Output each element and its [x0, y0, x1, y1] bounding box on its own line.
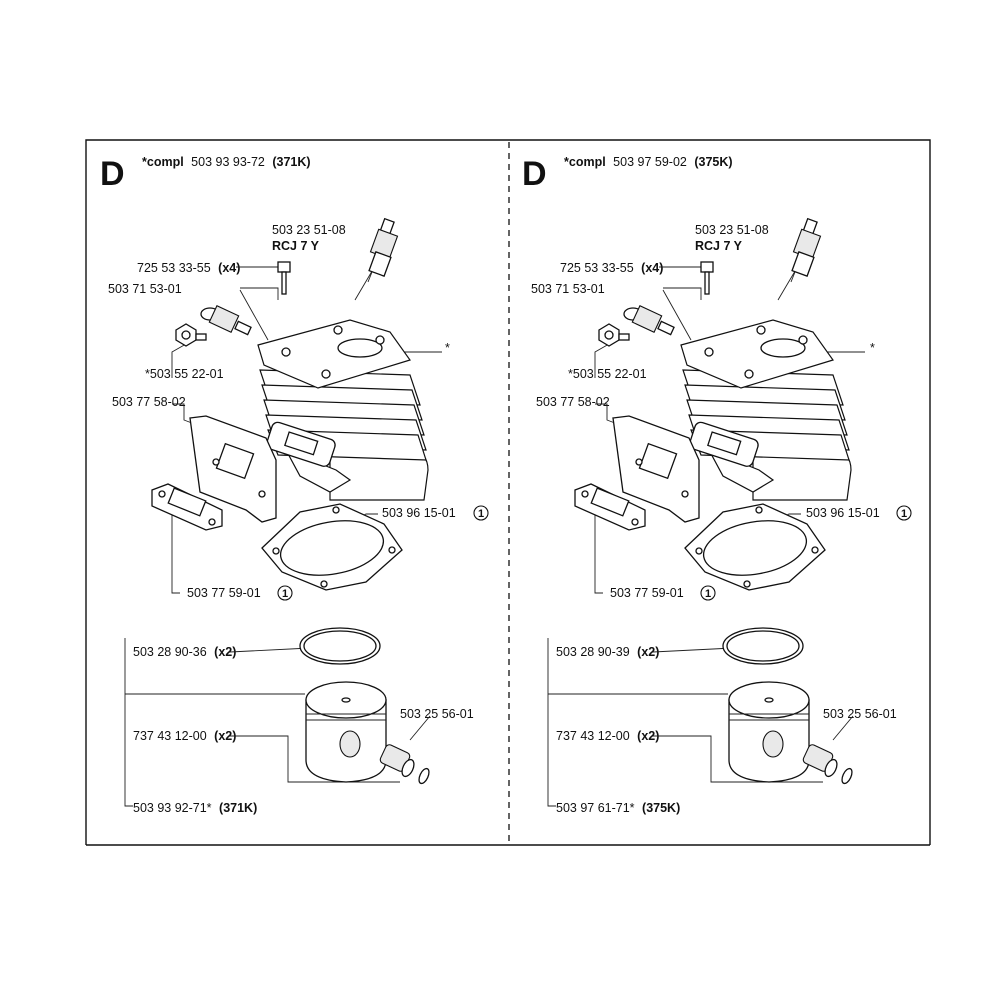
decomp-valve-number: 503 71 53-01 [531, 282, 605, 296]
spark-plug-type: RCJ 7 Y [695, 239, 743, 253]
circlip-label: 737 43 12-00 (x2) [133, 729, 236, 743]
base-gasket-number: 503 96 15-01 [382, 506, 456, 520]
circlip-qty: (x2) [637, 729, 659, 743]
adapter-nut-number: *503 55 22-01 [568, 367, 647, 381]
frame-border [85, 139, 931, 845]
note-circle-base-gasket [896, 505, 912, 521]
spark-plug-type: RCJ 7 Y [272, 239, 320, 253]
adapter-nut-number: *503 55 22-01 [145, 367, 224, 381]
spark-plug-number: 503 23 51-08 [272, 223, 346, 237]
intake-gasket [151, 483, 223, 531]
header-prefix: *compl [564, 155, 606, 169]
intake-gasket [574, 483, 646, 531]
intake-gasket-note: 1 [705, 588, 711, 600]
cylinder-screw [277, 261, 291, 295]
needle-bearing [802, 744, 838, 778]
piston-ring-label: 503 28 90-39 (x2) [556, 645, 659, 659]
piston-kit-number: 503 93 92-71* [133, 801, 212, 815]
piston [728, 681, 810, 783]
circlip-number: 737 43 12-00 [133, 729, 207, 743]
cylinder-screw-label: 725 53 33-55 (x4) [137, 261, 240, 275]
leader-lines [124, 243, 442, 807]
base-gasket-number: 503 96 15-01 [806, 506, 880, 520]
piston-ring-number: 503 28 90-36 [133, 645, 207, 659]
cylinder [680, 319, 852, 501]
base-gasket [261, 503, 403, 591]
piston-ring [722, 627, 804, 665]
cylinder-screw [700, 261, 714, 295]
cylinder-screw-number: 725 53 33-55 [137, 261, 211, 275]
piston-ring-number: 503 28 90-39 [556, 645, 630, 659]
piston-ring-qty: (x2) [214, 645, 236, 659]
cylinder-screw-number: 725 53 33-55 [560, 261, 634, 275]
piston-kit-label: 503 93 92-71* (371K) [133, 801, 257, 815]
base-gasket-note: 1 [901, 508, 907, 520]
piston-ring [299, 627, 381, 665]
panel-371k: D *compl 503 93 93-72 (371K) 503 23 51-0… [100, 155, 489, 815]
needle-bearing-number: 503 25 56-01 [400, 707, 474, 721]
cylinder-mark: * [870, 341, 875, 355]
header-model: (371K) [272, 155, 310, 169]
piston-kit-label: 503 97 61-71* (375K) [556, 801, 680, 815]
leader-lines [547, 243, 865, 807]
note-circle-base-gasket [473, 505, 489, 521]
header-model: (375K) [694, 155, 732, 169]
gasket-plate-number: 503 77 58-02 [112, 395, 186, 409]
cylinder-screw-label: 725 53 33-55 (x4) [560, 261, 663, 275]
note-circle-intake-gasket [700, 585, 716, 601]
decomp-valve [200, 305, 252, 336]
piston-ring-qty: (x2) [637, 645, 659, 659]
circlip [418, 767, 430, 785]
piston-kit-number: 503 97 61-71* [556, 801, 635, 815]
header-prefix: *compl [142, 155, 184, 169]
spark-plug [367, 217, 399, 283]
gasket-plate-number: 503 77 58-02 [536, 395, 610, 409]
gasket-plate [612, 415, 700, 523]
circlip-qty: (x2) [214, 729, 236, 743]
adapter-nut [598, 323, 630, 347]
spark-plug [790, 217, 822, 283]
cylinder [257, 319, 429, 501]
spark-plug-number: 503 23 51-08 [695, 223, 769, 237]
cylinder-screw-qty: (x4) [218, 261, 240, 275]
panel-375k: D *compl 503 97 59-02 (375K) 503 23 51-0… [522, 155, 912, 815]
decomp-valve-number: 503 71 53-01 [108, 282, 182, 296]
needle-bearing [379, 744, 415, 778]
header-number: 503 97 59-02 [613, 155, 687, 169]
base-gasket [684, 503, 826, 591]
intake-gasket-number: 503 77 59-01 [187, 586, 261, 600]
needle-bearing-number: 503 25 56-01 [823, 707, 897, 721]
intake-gasket-note: 1 [282, 588, 288, 600]
section-letter: D [100, 155, 125, 193]
gasket-plate [189, 415, 277, 523]
piston-ring-label: 503 28 90-36 (x2) [133, 645, 236, 659]
intake-gasket-number: 503 77 59-01 [610, 586, 684, 600]
piston [305, 681, 387, 783]
header-number: 503 93 93-72 [191, 155, 265, 169]
piston-kit-model: (371K) [219, 801, 257, 815]
adapter-nut [175, 323, 207, 347]
circlip-label: 737 43 12-00 (x2) [556, 729, 659, 743]
cylinder-mark: * [445, 341, 450, 355]
piston-kit-model: (375K) [642, 801, 680, 815]
section-letter: D [522, 155, 547, 193]
decomp-valve [623, 305, 675, 336]
assembly-header: *compl 503 93 93-72 (371K) [142, 155, 311, 169]
cylinder-screw-qty: (x4) [641, 261, 663, 275]
note-circle-intake-gasket [277, 585, 293, 601]
assembly-header: *compl 503 97 59-02 (375K) [564, 155, 733, 169]
circlip [841, 767, 853, 785]
base-gasket-note: 1 [478, 508, 484, 520]
circlip-number: 737 43 12-00 [556, 729, 630, 743]
